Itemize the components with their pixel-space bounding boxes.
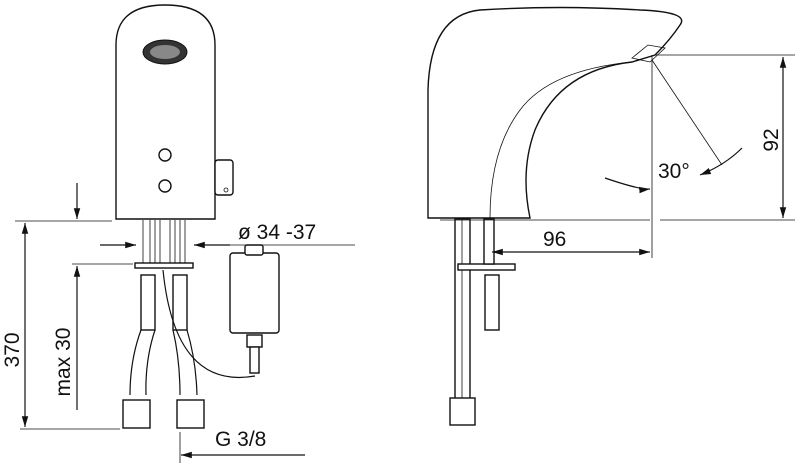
dimension-92: 92: [760, 128, 783, 151]
hose-nut: [122, 399, 151, 429]
dimension-max-30: max 30: [52, 328, 75, 397]
front-view-faucet: [115, 4, 280, 429]
side-view-dimensions: 92 96 30°: [440, 54, 795, 258]
front-view-dimensions: 370 max 30 ø 34 -37 G 3/8: [1, 183, 355, 463]
hose-nut: [176, 399, 205, 429]
dimension-angle: 30°: [658, 160, 690, 183]
sensor-dot: [158, 179, 172, 193]
side-lever: [214, 159, 234, 196]
hose-nut: [449, 397, 476, 426]
dimension-thread: G 3/8: [215, 428, 266, 451]
dimension-370: 370: [1, 332, 24, 367]
sensor-dot: [158, 148, 172, 162]
control-box: [229, 252, 280, 334]
side-view-faucet: [427, 6, 683, 426]
dimension-96: 96: [543, 228, 566, 251]
dimension-diameter: ø 34 -37: [238, 221, 316, 244]
